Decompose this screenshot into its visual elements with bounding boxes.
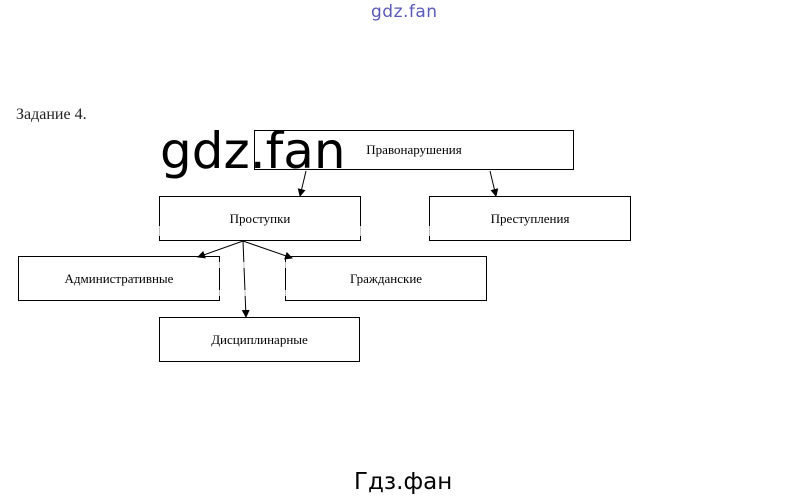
node-civil: Гражданские [285, 256, 487, 301]
edge-offenses-crimes [489, 170, 499, 197]
node-crimes: Преступления [429, 196, 631, 241]
node-civil-label: Гражданские [349, 270, 423, 286]
erasure-band [60, 262, 480, 268]
node-disciplinary-label: Дисциплинарные [211, 331, 308, 347]
watermark-bottom: Гдз.фан [354, 469, 453, 495]
node-disciplinary: Дисциплинарные [159, 317, 360, 362]
node-administrative: Административные [18, 256, 220, 301]
edge-misdemeanors-disciplinary [241, 240, 250, 318]
watermark-big: gdz.fan [160, 122, 346, 180]
edge-misdemeanors-administrative [197, 240, 244, 259]
node-misdemeanors: Проступки [159, 196, 361, 241]
node-crimes-label: Преступления [490, 210, 570, 226]
task-title: Задание 4. [16, 106, 87, 123]
node-offenses-label: Правонарушения [366, 142, 462, 157]
erasure-band [90, 290, 480, 296]
erasure-band [40, 226, 630, 236]
node-misdemeanors-label: Проступки [229, 210, 291, 226]
node-administrative-label: Административные [64, 270, 174, 286]
watermark-top: gdz.fan [371, 2, 438, 22]
node-offenses: Правонарушения [254, 130, 574, 170]
